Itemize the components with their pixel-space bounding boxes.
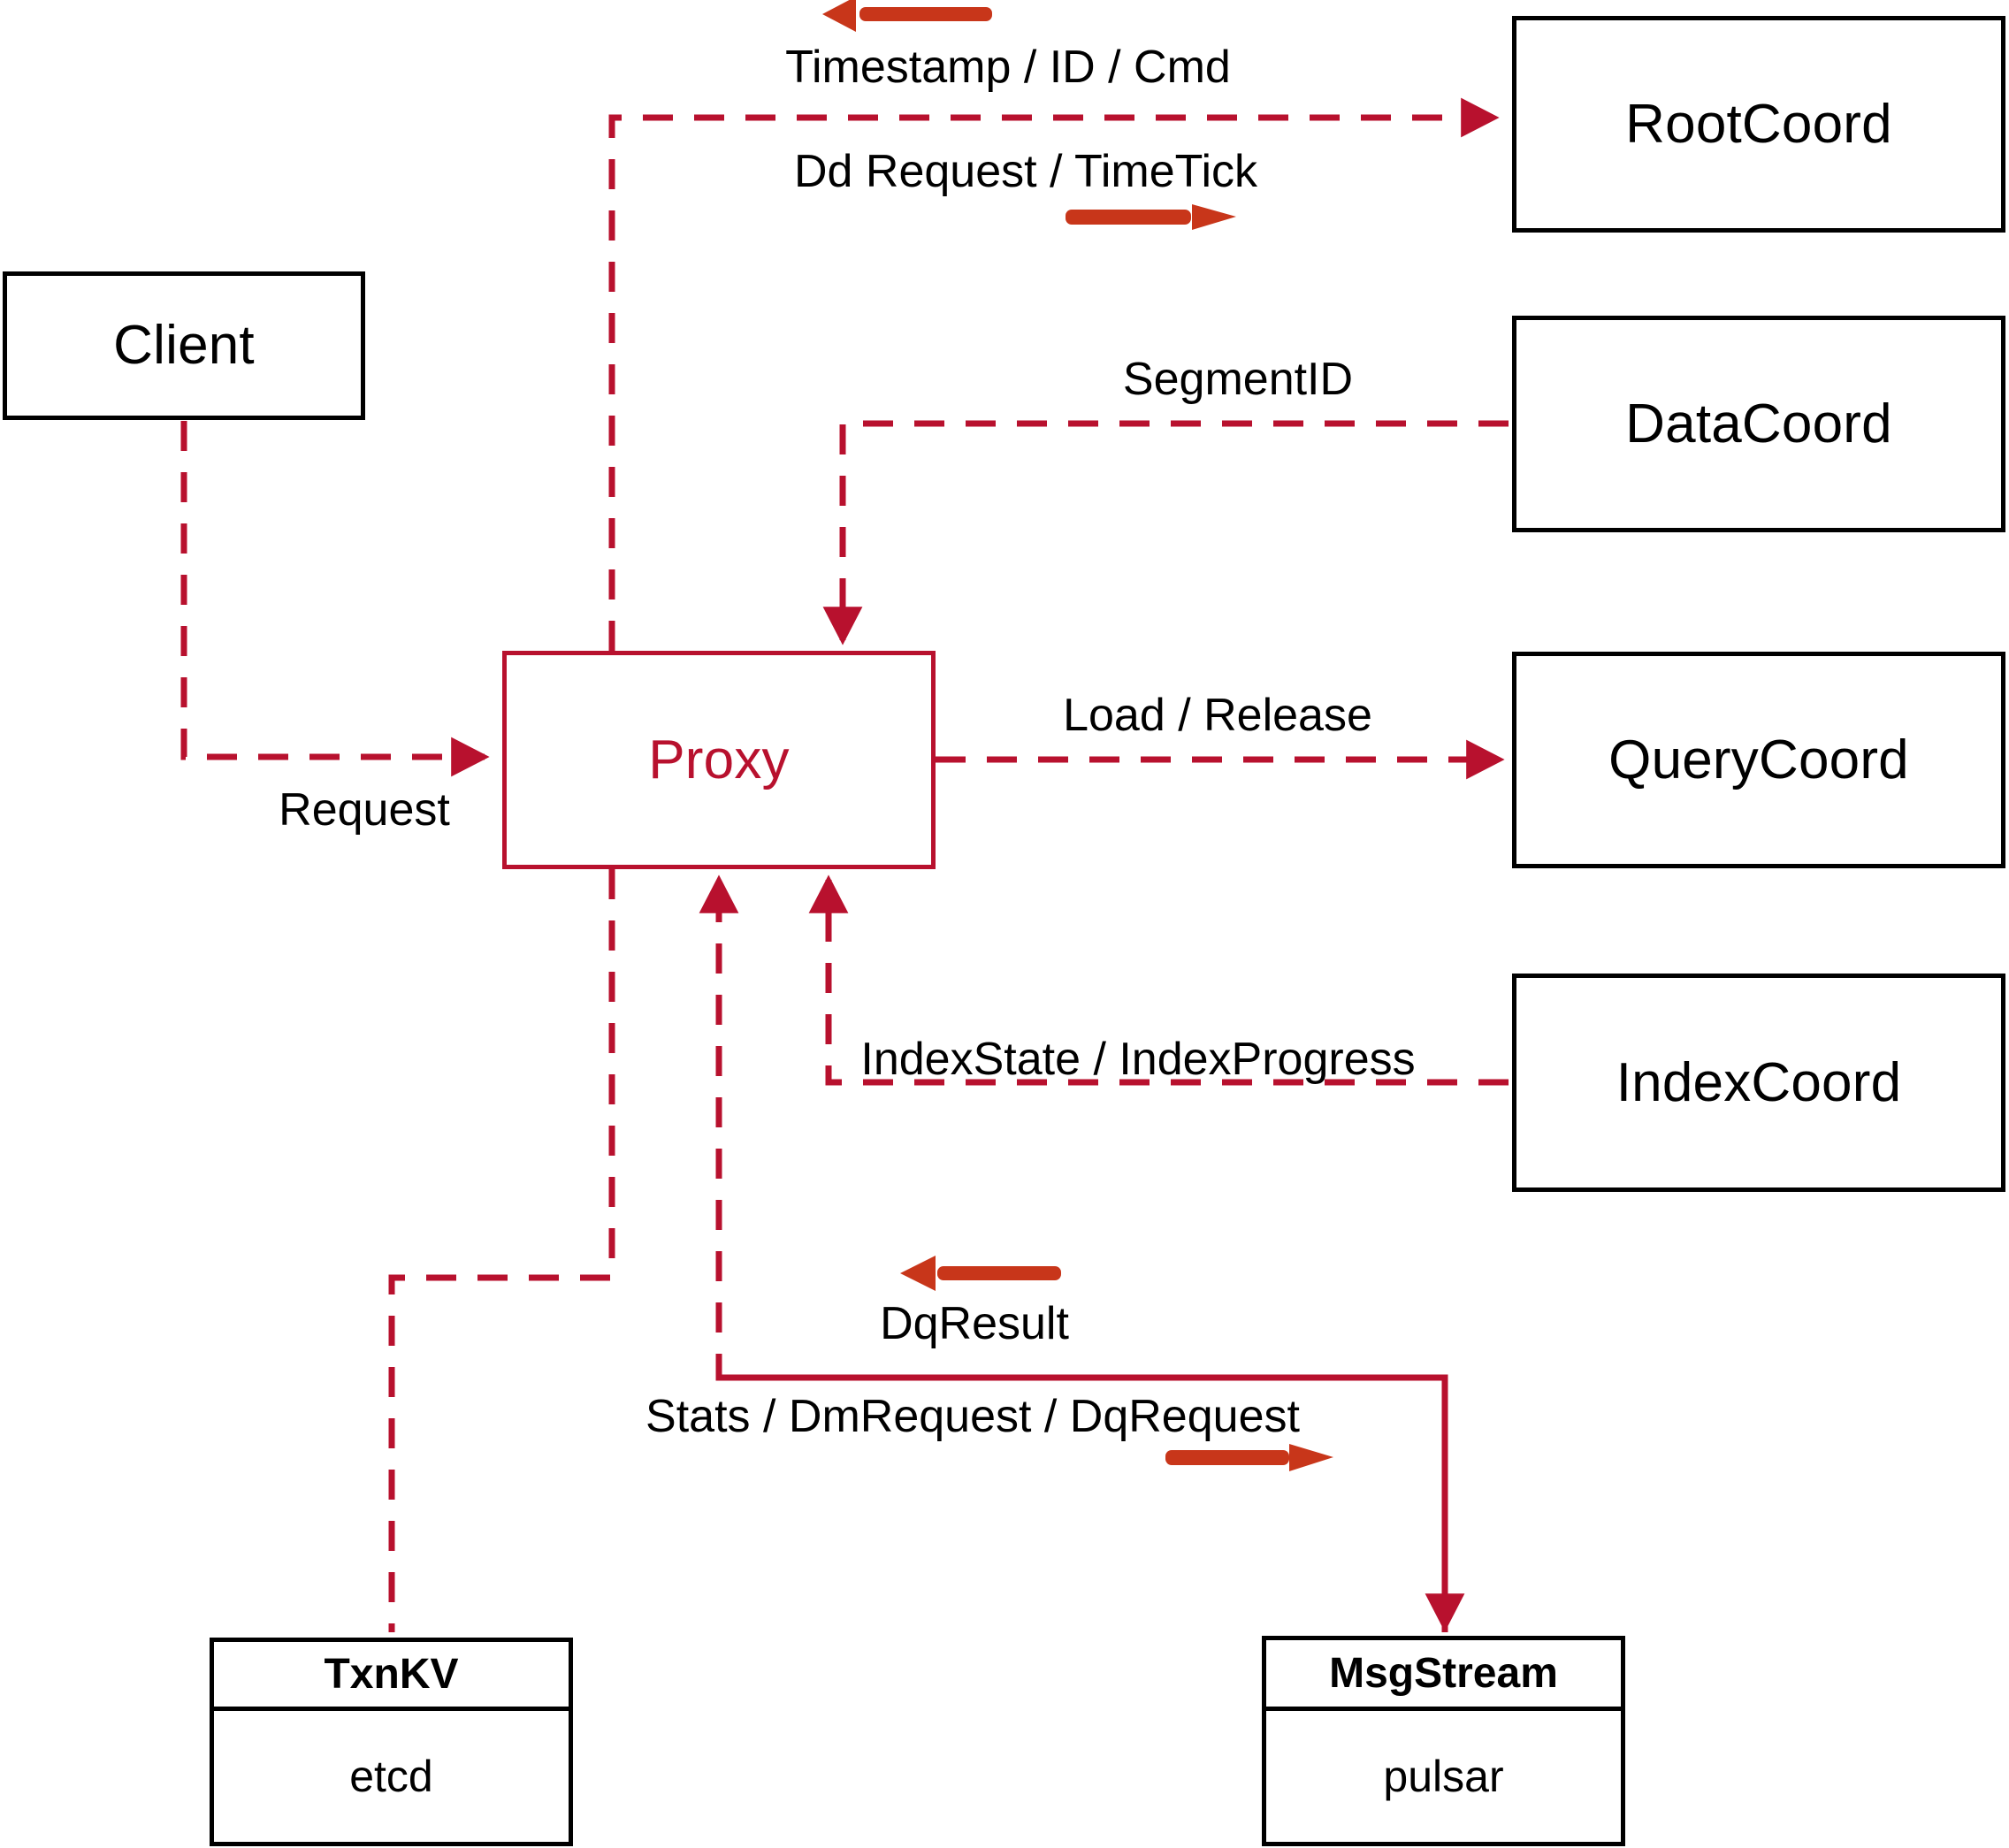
edge-indexcoord-to-proxy <box>808 874 1509 1086</box>
edge-proxy-to-msgstream <box>719 1374 1465 1632</box>
store-msgstream-header: MsgStream <box>1266 1640 1621 1711</box>
edge-client-to-proxy <box>180 421 490 777</box>
edge-label-load-release: Load / Release <box>1063 690 1372 741</box>
node-client-label: Client <box>113 315 255 376</box>
node-datacoord[interactable]: DataCoord <box>1512 316 2005 532</box>
direction-arrow-dd-request-right <box>1066 204 1236 230</box>
node-rootcoord[interactable]: RootCoord <box>1512 16 2005 233</box>
direction-arrow-stats-right <box>1165 1444 1333 1471</box>
node-indexcoord[interactable]: IndexCoord <box>1512 974 2005 1192</box>
edge-label-request: Request <box>279 784 450 836</box>
node-querycoord-label: QueryCoord <box>1608 729 1909 790</box>
edge-label-timestamp-id-cmd: Timestamp / ID / Cmd <box>785 42 1231 93</box>
edge-label-dd-request-timetick: Dd Request / TimeTick <box>793 146 1258 197</box>
node-querycoord[interactable]: QueryCoord <box>1512 652 2005 868</box>
edge-label-dqresult: DqResult <box>880 1298 1069 1349</box>
node-datacoord-label: DataCoord <box>1625 393 1892 454</box>
store-txnkv-body: etcd <box>214 1711 569 1842</box>
direction-arrow-timestamp-left <box>822 0 992 32</box>
node-client[interactable]: Client <box>3 271 365 420</box>
node-proxy[interactable]: Proxy <box>502 651 936 869</box>
node-rootcoord-label: RootCoord <box>1625 93 1892 155</box>
edge-proxy-to-rootcoord <box>608 97 1500 651</box>
store-msgstream-header-label: MsgStream <box>1329 1649 1558 1697</box>
store-txnkv-header: TxnKV <box>214 1642 569 1711</box>
edge-proxy-to-txnkv <box>388 869 615 1632</box>
direction-arrow-dqresult-left <box>900 1256 1061 1291</box>
edge-label-stats-dmrequest-dqrequest: Stats / DmRequest / DqRequest <box>645 1391 1300 1442</box>
edge-label-segmentid: SegmentID <box>1122 354 1354 405</box>
store-txnkv-header-label: TxnKV <box>324 1650 459 1698</box>
edge-datacoord-to-proxy <box>822 420 1509 645</box>
node-proxy-label: Proxy <box>648 729 790 790</box>
direction-arrow-group <box>822 0 1333 1471</box>
node-indexcoord-label: IndexCoord <box>1616 1051 1902 1113</box>
edge-label-indexstate-indexprogress: IndexState / IndexProgress <box>860 1034 1416 1085</box>
store-txnkv[interactable]: TxnKV etcd <box>210 1638 573 1846</box>
store-msgstream-body: pulsar <box>1266 1711 1621 1842</box>
store-msgstream[interactable]: MsgStream pulsar <box>1262 1636 1625 1846</box>
store-msgstream-body-label: pulsar <box>1383 1752 1504 1801</box>
store-txnkv-body-label: etcd <box>349 1752 433 1801</box>
